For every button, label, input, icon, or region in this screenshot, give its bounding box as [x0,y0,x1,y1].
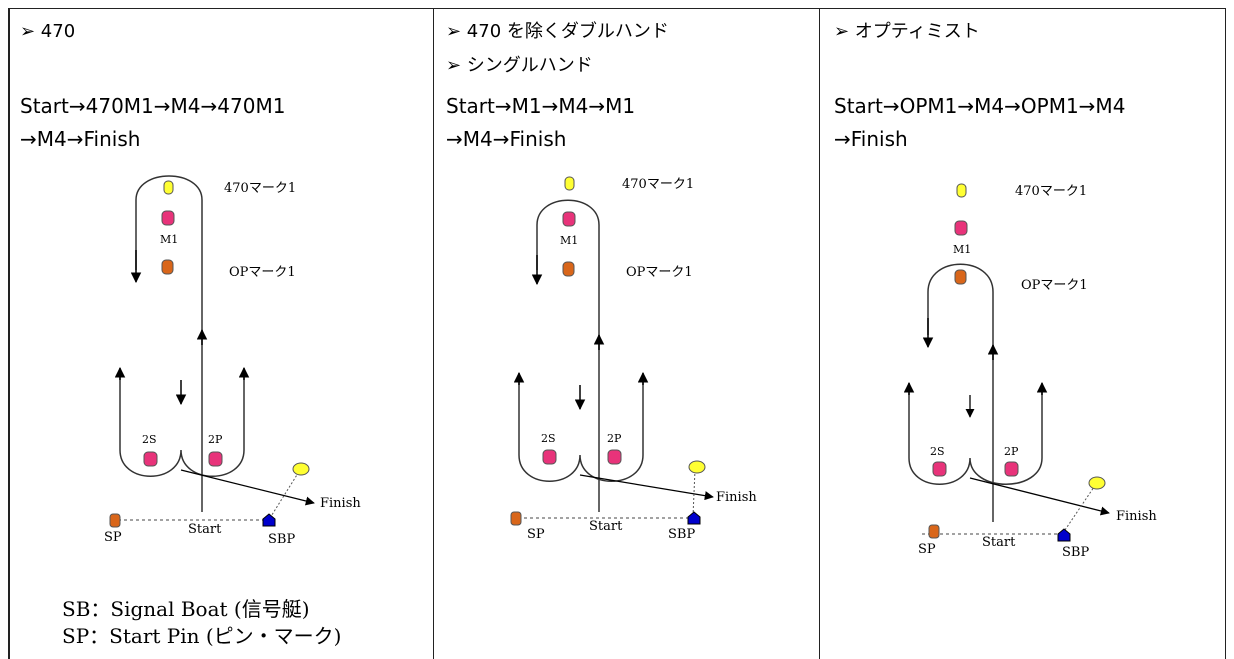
table-top-border [8,8,1226,9]
buoy-sp [928,524,940,539]
buoy-sbp [1057,528,1071,542]
buoy-2p [208,451,223,467]
column-double-single-hand [434,8,820,659]
label-m1: M1 [160,233,178,246]
col1-course-line-2: →M4→Finish [20,127,141,151]
col3-course-line-2: →Finish [834,127,908,151]
label-sp: SP [104,530,122,545]
column-optimist [820,8,1226,659]
buoy-finish [688,460,706,474]
legend-signal-boat: SB：Signal Boat (信号艇) [62,597,310,621]
label-op-mark1: OPマーク1 [1021,278,1088,293]
label-470-mark1: 470マーク1 [622,177,694,192]
buoy-m1 [954,220,968,236]
col1-course-line-1: Start→470M1→M4→470M1 [20,94,286,118]
course-path-gate [908,385,1043,485]
buoy-sbp [687,511,701,525]
buoy-2p [607,449,622,465]
buoy-2p [1004,461,1019,477]
label-sp: SP [527,527,545,542]
label-op-mark1: OPマーク1 [229,265,296,280]
buoy-m1 [161,210,175,226]
col3-heading: ➢ オプティミスト [834,21,980,42]
label-2s: 2S [142,433,157,446]
buoy-470-mark1 [564,176,575,191]
label-sbp: SBP [268,532,295,547]
buoy-op-mark1 [161,259,174,275]
legend-start-pin: SP：Start Pin (ピン・マーク) [62,624,342,648]
course-path-gate [119,370,245,477]
buoy-sbp [262,513,276,527]
finish-line-arrow [579,474,714,501]
course-path-top-loop [927,263,994,522]
label-m1: M1 [560,234,578,247]
label-start: Start [589,519,623,534]
buoy-finish [292,462,310,476]
buoy-op-mark1 [562,261,575,277]
col1-heading: ➢ 470 [20,21,76,42]
course-path-gate [518,375,644,482]
label-op-mark1: OPマーク1 [626,265,693,280]
label-2p: 2P [607,432,622,445]
buoy-sp [109,513,121,528]
buoy-m1 [562,211,576,227]
label-start: Start [188,522,222,537]
finish-line-arrow [969,477,1110,516]
label-finish: Finish [716,490,757,505]
label-finish: Finish [1116,509,1157,524]
col3-course-line-1: Start→OPM1→M4→OPM1→M4 [834,94,1126,118]
label-470-mark1: 470マーク1 [224,181,296,196]
diagram-470: 470マーク1 M1 OPマーク1 2S 2P Finish Start SP … [104,175,361,547]
buoy-2s [932,461,947,477]
buoy-op-mark1 [954,269,967,285]
buoy-470-mark1 [163,180,174,195]
finish-buoy-line [269,469,301,519]
course-path-top-loop [536,199,600,512]
buoy-2s [143,451,158,467]
col2-course-line-1: Start→M1→M4→M1 [446,94,636,118]
label-finish: Finish [320,496,361,511]
column-470 [8,8,434,659]
label-470-mark1: 470マーク1 [1015,184,1087,199]
col2-heading-1: ➢ 470 を除くダブルハンド [446,21,669,42]
diagram-optimist: 470マーク1 M1 OPマーク1 2S 2P Finish Start SP … [903,183,1157,560]
label-2p: 2P [208,433,223,446]
col2-heading-2: ➢ シングルハンド [446,55,593,76]
label-2p: 2P [1004,445,1019,458]
course-path-top-loop [135,175,203,512]
diagram-double-single-hand: 470マーク1 M1 OPマーク1 2S 2P Finish Start SP … [510,176,757,542]
label-m1: M1 [953,243,971,256]
col2-course-line-2: →M4→Finish [446,127,567,151]
label-sp: SP [918,542,936,557]
label-2s: 2S [541,432,556,445]
label-2s: 2S [930,445,945,458]
finish-line-arrow [180,469,315,506]
buoy-470-mark1 [956,183,967,198]
label-sbp: SBP [1062,545,1089,560]
buoy-sp [510,511,522,526]
buoy-2s [542,449,557,465]
buoy-finish [1088,476,1106,490]
label-sbp: SBP [668,527,695,542]
label-start: Start [982,535,1016,550]
